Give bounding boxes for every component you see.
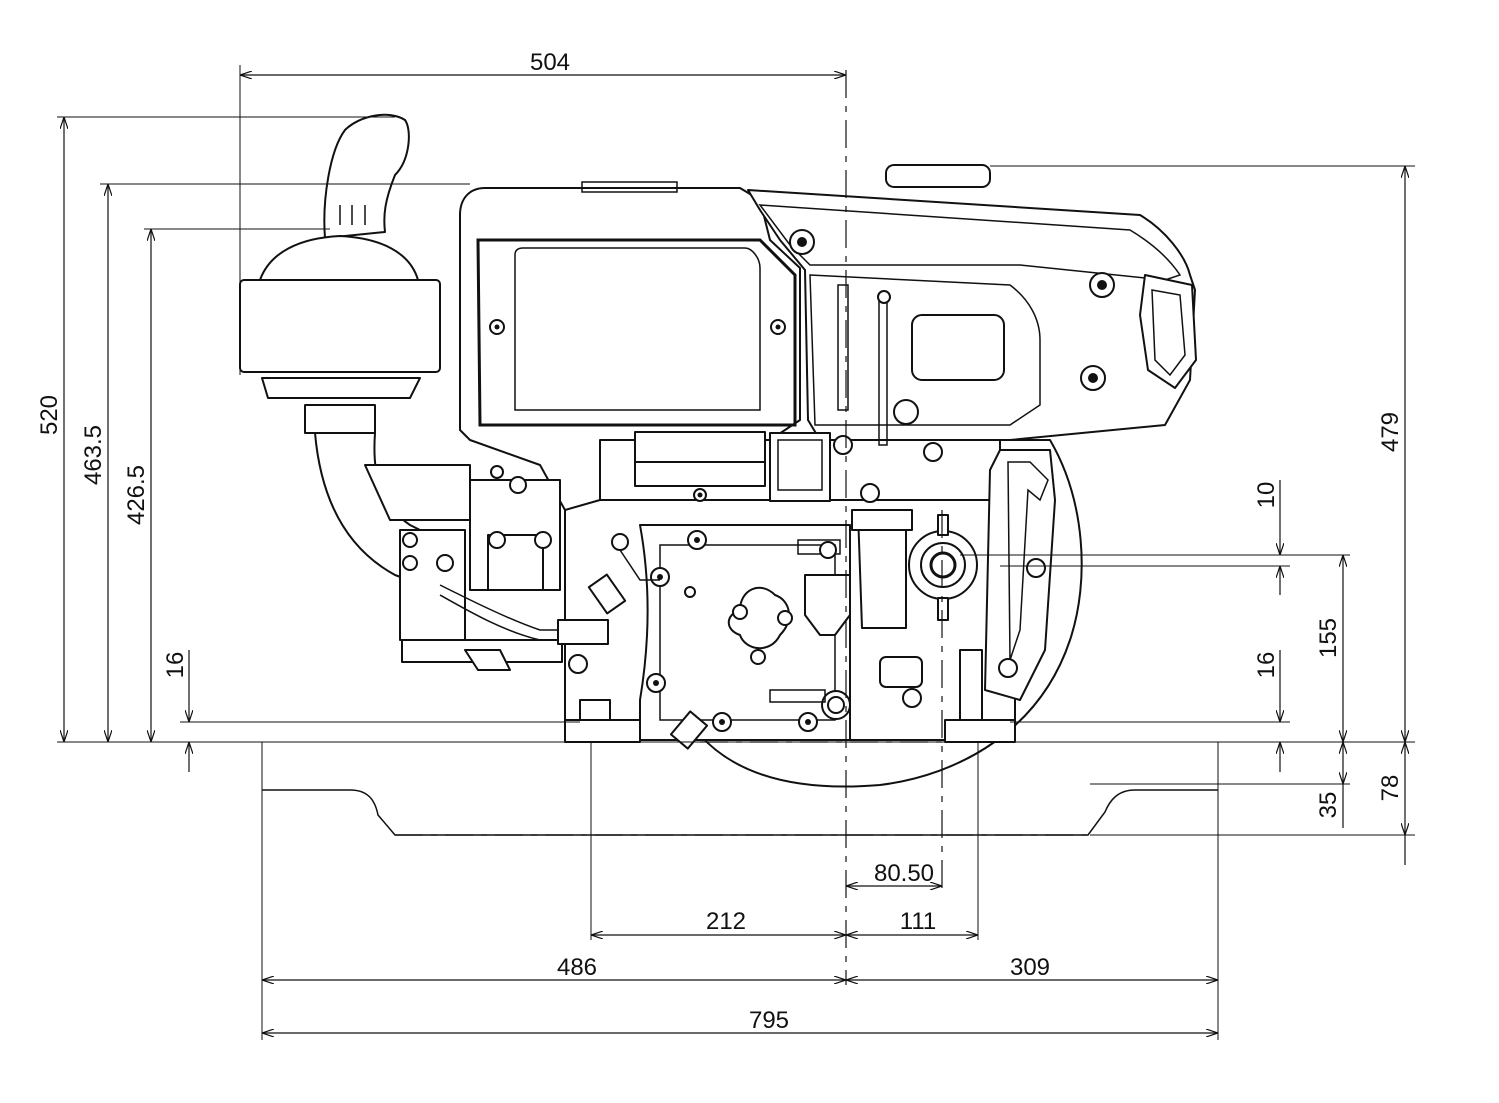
tank-panel — [514, 247, 761, 411]
mounting-foot-right — [944, 719, 1016, 743]
dim-35: 35 — [1315, 792, 1342, 819]
dim-309: 309 — [1010, 954, 1050, 981]
dim-426-5: 426.5 — [123, 465, 150, 525]
engine-outline — [239, 113, 1197, 788]
dim-111: 111 — [900, 908, 936, 935]
dim-212: 212 — [706, 908, 746, 935]
side-cover — [984, 449, 1056, 701]
carburetor — [399, 529, 466, 641]
dim-right-16: 16 — [1253, 652, 1280, 679]
air-intake-pipe — [323, 113, 410, 239]
mounting-base-outline — [261, 742, 1219, 1040]
crankcase-bolts — [646, 530, 851, 732]
extension-lines — [57, 65, 1415, 940]
dim-795: 795 — [749, 1007, 789, 1034]
dim-486: 486 — [557, 954, 597, 981]
fuel-cap — [885, 164, 991, 188]
inspection-window — [911, 314, 1005, 381]
air-cleaner-body — [239, 279, 441, 373]
dim-right-10: 10 — [1253, 482, 1280, 509]
exhaust-outlet — [1139, 274, 1197, 389]
dim-80-50: 80.50 — [874, 860, 934, 887]
dimension-lines — [64, 75, 1405, 1033]
air-duct — [769, 432, 831, 502]
fuel-filter — [804, 574, 851, 636]
air-cleaner-cap — [259, 235, 419, 281]
mounting-foot-left — [564, 719, 641, 743]
dim-left-16: 16 — [162, 652, 189, 679]
dim-463-5: 463.5 — [80, 425, 107, 485]
dim-155: 155 — [1315, 618, 1342, 658]
dim-78: 78 — [1377, 775, 1404, 802]
dimension-labels: 504 520 463.5 426.5 16 10 16 155 35 479 … — [36, 49, 1404, 1034]
gear-cover-boss — [727, 586, 790, 650]
dim-520: 520 — [36, 395, 63, 435]
dim-504: 504 — [530, 49, 570, 76]
dim-479: 479 — [1377, 412, 1404, 452]
